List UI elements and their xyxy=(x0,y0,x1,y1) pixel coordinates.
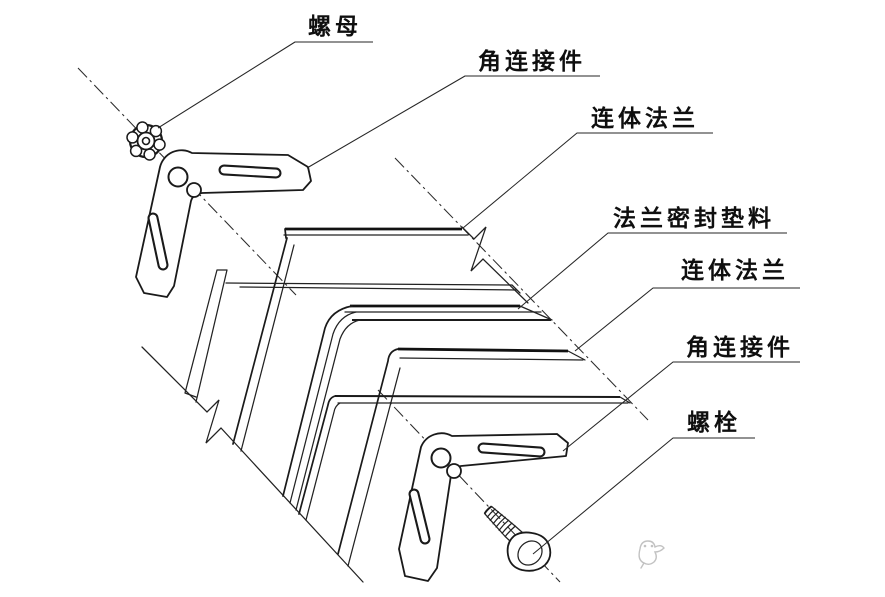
bracket-top-bolt-hole xyxy=(167,166,189,188)
bolt-head-face xyxy=(517,540,543,566)
leader-corner-connector-top xyxy=(306,75,600,169)
duct-plate-3 xyxy=(337,347,586,567)
duct-wall-edge xyxy=(184,269,228,403)
break-line-upper-right xyxy=(461,226,529,304)
label-corner-connector-top: 角连接件 xyxy=(478,48,586,74)
plate4-left-curl xyxy=(298,395,336,515)
gasket-plate xyxy=(225,282,521,294)
corner-connector-bottom-part xyxy=(398,432,569,582)
leader-gasket xyxy=(517,232,787,310)
label-flange-lower: 连体法兰 xyxy=(681,257,789,283)
bracket-bottom-small-hole xyxy=(446,463,462,479)
flange2-right-step xyxy=(519,305,553,321)
bracket-bottom-arm-slot-inner xyxy=(479,444,544,456)
leader-bolt xyxy=(532,437,755,555)
plate3-left-curl xyxy=(337,348,399,555)
flange-left-edge xyxy=(284,228,287,239)
flange2-left-curl-3 xyxy=(295,319,361,511)
nut-part xyxy=(126,121,166,161)
leader-nut xyxy=(157,41,373,129)
flange-lower-plate xyxy=(282,304,553,511)
nut-scallops xyxy=(126,121,166,161)
bolt-threads xyxy=(483,505,516,538)
leader-corner-connector-bottom xyxy=(562,361,800,452)
duct-wall-upper xyxy=(184,269,228,403)
label-bolt: 螺栓 xyxy=(687,409,741,435)
bolt-head xyxy=(506,531,552,572)
axis-line-nut-bracket xyxy=(77,67,297,296)
label-corner-connector-bottom: 角连接件 xyxy=(686,334,794,360)
bolt-part xyxy=(483,505,552,572)
corner-connector-top-part xyxy=(135,149,312,298)
gasket-edge xyxy=(225,282,521,294)
flange2-left-curl xyxy=(282,305,353,497)
flange-wall-line xyxy=(232,237,288,445)
plate3-wall-2 xyxy=(347,367,401,567)
bracket-bottom-leg-slot-inner xyxy=(410,490,429,543)
nut-center-hole xyxy=(141,136,151,146)
plate3-right-end xyxy=(567,350,586,361)
leader-flange-upper xyxy=(462,132,713,229)
plate4-wall-2 xyxy=(305,402,341,521)
axis-line-flange-corners xyxy=(394,157,649,421)
flange-wall-line-2 xyxy=(240,244,295,452)
bracket-top-arm-slot-inner xyxy=(220,166,280,177)
bracket-bottom-bolt-hole xyxy=(430,447,452,469)
label-gasket: 法兰密封垫料 xyxy=(613,205,775,231)
label-flange-upper: 连体法兰 xyxy=(591,105,699,131)
flange-upper-plate xyxy=(232,227,469,452)
bracket-top-small-hole xyxy=(186,182,202,198)
duct-plate-4 xyxy=(298,395,631,521)
watermark-doodle xyxy=(638,540,665,569)
break-line-lower-left xyxy=(141,346,364,583)
plate4-right-end xyxy=(619,396,631,404)
plate4-top-edge xyxy=(334,395,621,398)
plate3-bottom-edge xyxy=(399,357,584,361)
leader-flange-lower xyxy=(574,287,800,352)
plate3-top-edge xyxy=(397,347,569,353)
leader-lines xyxy=(157,41,800,555)
break-lines xyxy=(141,226,529,583)
label-nut: 螺母 xyxy=(308,13,362,39)
labels: 螺母 角连接件 连体法兰 法兰密封垫料 连体法兰 角连接件 螺栓 xyxy=(308,13,794,435)
bracket-top-leg-slot-inner xyxy=(149,214,167,269)
flange2-left-curl-2 xyxy=(289,311,357,504)
